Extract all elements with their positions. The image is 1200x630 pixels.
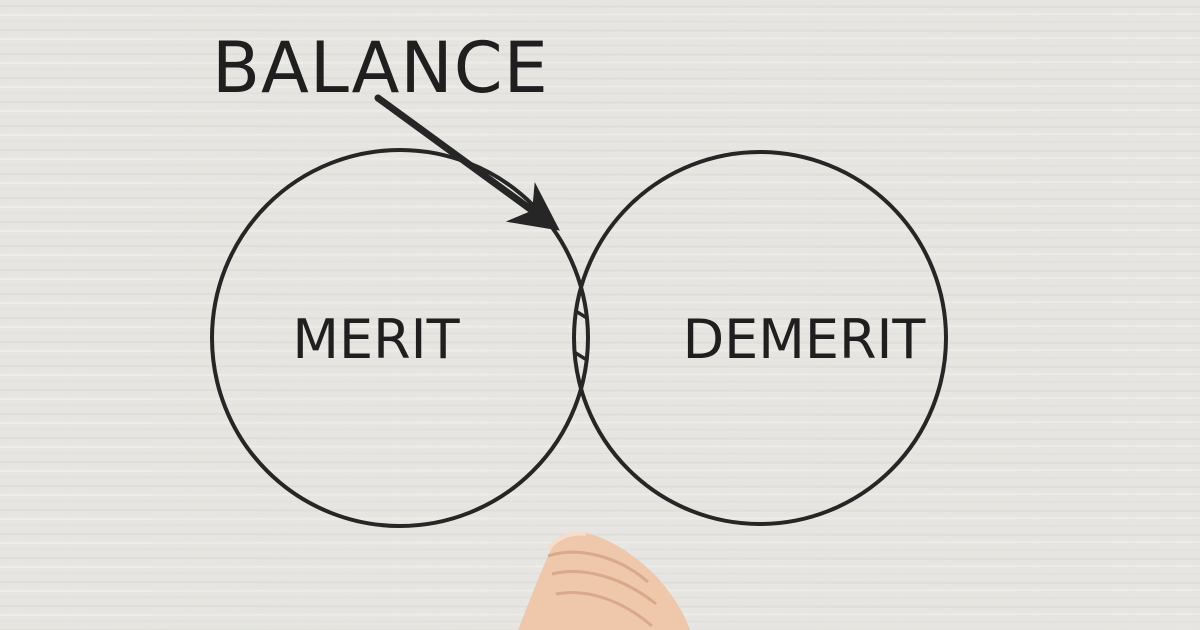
merit-label: MERIT (292, 308, 460, 371)
demerit-circle (572, 150, 948, 526)
demerit-label: DEMERIT (683, 308, 927, 371)
merit-circle (210, 148, 590, 528)
pointer-arrow (374, 94, 560, 231)
hands-pressed-together-icon (518, 531, 690, 630)
balance-label: BALANCE (212, 27, 549, 109)
